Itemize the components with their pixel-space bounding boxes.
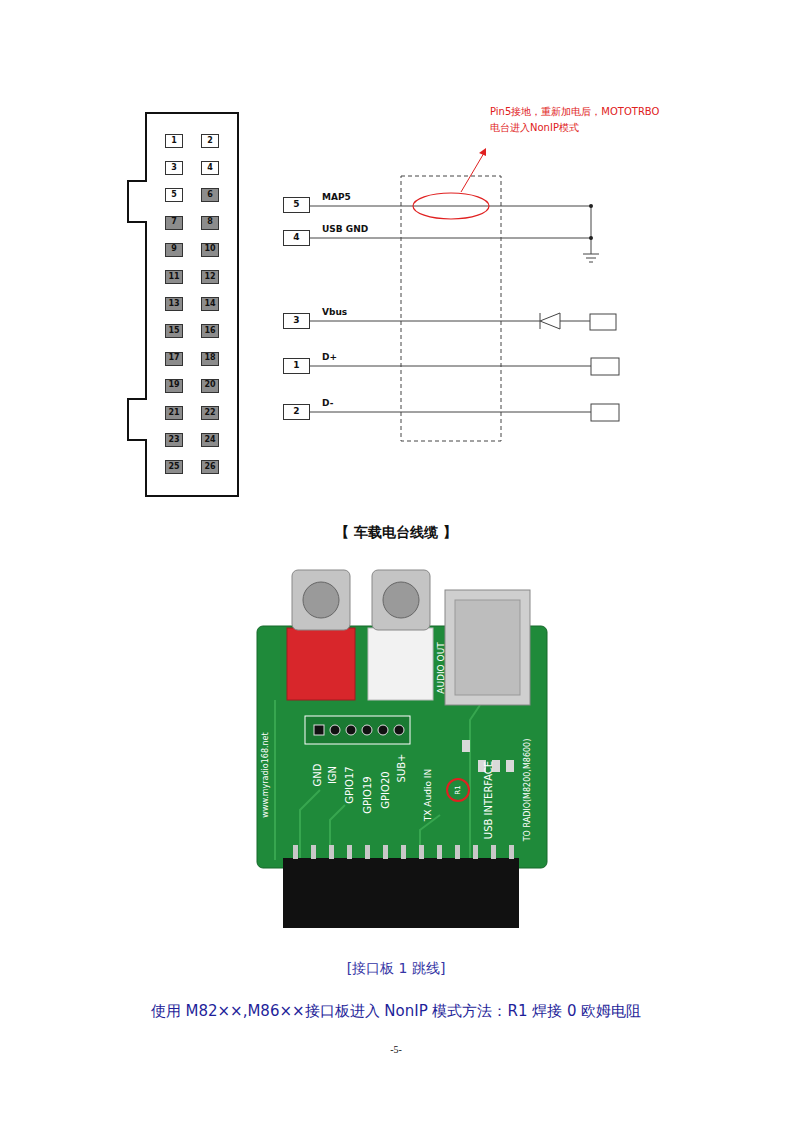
- pin-number: 14: [204, 300, 215, 309]
- callout-note: Pin5接地，重新加电后，MOTOTRBO 电台进入NonIP模式: [490, 104, 668, 136]
- pin-number: 21: [168, 409, 179, 418]
- connector-pin: 7: [165, 216, 183, 230]
- pin-number: 7: [171, 218, 177, 227]
- silkscreen-text: TO RADIO(M8200,M8600): [524, 739, 532, 842]
- pin-number: 23: [168, 436, 179, 445]
- pcb-illustration: [257, 570, 547, 928]
- signal-name: MAP5: [322, 192, 351, 203]
- pin-number: 5: [293, 200, 299, 210]
- junction-dot: [589, 236, 593, 240]
- junction-dot: [589, 204, 593, 208]
- schematic-wires: [310, 206, 619, 421]
- pin-number: 4: [293, 233, 299, 243]
- pin-number: 19: [168, 381, 179, 390]
- connector-pin: 5: [165, 188, 183, 202]
- pin-number: 22: [204, 409, 215, 418]
- pin-number: 2: [293, 407, 299, 417]
- connector-outline: [128, 113, 238, 496]
- connector-pin: 8: [201, 216, 219, 230]
- connector-pin: 11: [165, 270, 183, 284]
- callout-ellipse: [413, 193, 489, 219]
- pin-number: 12: [204, 273, 215, 282]
- pin-number: 24: [204, 436, 215, 445]
- silkscreen-text: GND: [313, 764, 323, 787]
- pin-number: 3: [293, 316, 299, 326]
- pin-number: 5: [171, 191, 177, 200]
- connector-pin: 25: [165, 460, 183, 474]
- silkscreen-text: SUB+: [397, 754, 407, 783]
- silkscreen-text: USB INTERFACE: [484, 761, 494, 839]
- connector-pin: 21: [165, 406, 183, 420]
- pin-number: 9: [171, 245, 177, 254]
- leader-line: [461, 153, 484, 192]
- silkscreen-text: AUDIO OUT: [437, 642, 446, 693]
- instruction-text: 使用 M82××,M86××接口板进入 NonIP 模式方法：R1 焊接 0 欧…: [151, 1002, 642, 1020]
- pin-number: 17: [168, 354, 179, 363]
- pin-number: 13: [168, 300, 179, 309]
- connector-pin: 9: [165, 243, 183, 257]
- connector-pin: 1: [165, 134, 183, 148]
- schematic-pin-box: 1: [283, 358, 310, 374]
- connector-pin: 16: [201, 324, 219, 338]
- connector-pin: 24: [201, 433, 219, 447]
- connector-pin: 13: [165, 297, 183, 311]
- part-label: R1: [455, 785, 462, 794]
- figure-caption: [接口板 1 跳线]: [347, 960, 446, 977]
- silkscreen-text: www.myradio168.net: [262, 732, 270, 817]
- pin-number: 15: [168, 327, 179, 336]
- connector-pin: 3: [165, 161, 183, 175]
- connector-pin: 26: [201, 460, 219, 474]
- connector-pin: 18: [201, 352, 219, 366]
- connector-pin: 12: [201, 270, 219, 284]
- silkscreen-text: GPIO17: [345, 766, 355, 803]
- pin-number: 6: [207, 191, 213, 200]
- pin-number: 16: [204, 327, 215, 336]
- pin-number: 8: [207, 218, 213, 227]
- figure-caption: 【 车载电台线缆 】: [335, 524, 457, 541]
- signal-name: D-: [322, 398, 333, 409]
- page-number: -5-: [390, 1044, 402, 1056]
- silkscreen-text: GPIO19: [363, 776, 373, 813]
- leader-arrowhead: [479, 148, 486, 156]
- connector-pin: 6: [201, 188, 219, 202]
- connector-pin: 20: [201, 379, 219, 393]
- pin-number: 11: [168, 273, 179, 282]
- signal-name: D+: [322, 352, 337, 363]
- schematic-pin-box: 5: [283, 197, 310, 213]
- connector-pin: 23: [165, 433, 183, 447]
- pin-number: 2: [207, 137, 213, 146]
- pin-number: 1: [293, 361, 299, 371]
- connector-pin: 4: [201, 161, 219, 175]
- connector-pin: 15: [165, 324, 183, 338]
- connector-pin: 14: [201, 297, 219, 311]
- silkscreen-text: IGN: [328, 766, 338, 784]
- schematic-pin-box: 3: [283, 313, 310, 329]
- pin-number: 10: [204, 245, 215, 254]
- connector-pin: 17: [165, 352, 183, 366]
- signal-name: USB GND: [322, 224, 368, 235]
- silkscreen-text: GPIO20: [381, 771, 391, 808]
- pin-number: 3: [171, 164, 177, 173]
- connector-pin: 10: [201, 243, 219, 257]
- silkscreen-text: TX Audio IN: [424, 769, 433, 821]
- schematic-pin-box: 2: [283, 404, 310, 420]
- connector-pin: 19: [165, 379, 183, 393]
- connector-pin: 2: [201, 134, 219, 148]
- connector-pin: 22: [201, 406, 219, 420]
- signal-name: Vbus: [322, 307, 347, 318]
- pin-number: 18: [204, 354, 215, 363]
- pin-number: 20: [204, 381, 215, 390]
- schematic-pin-box: 4: [283, 230, 310, 246]
- pin-number: 25: [168, 463, 179, 472]
- pin-number: 26: [204, 463, 215, 472]
- pin-number: 4: [207, 164, 213, 173]
- pin-number: 1: [171, 137, 177, 146]
- dashed-cable-box: [401, 176, 501, 441]
